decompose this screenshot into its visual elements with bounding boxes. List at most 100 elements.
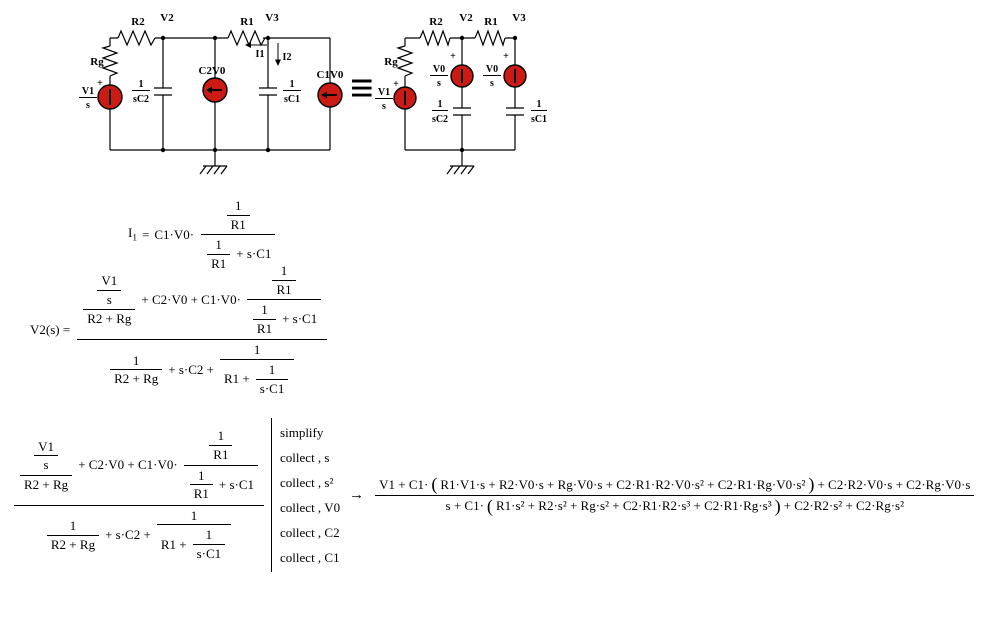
math-token: 1: [198, 467, 205, 483]
math-token: R1: [207, 253, 231, 273]
current-source-c1v0: [317, 82, 343, 108]
plus-sign: +: [393, 79, 399, 90]
capacitor-c1: [506, 107, 524, 116]
keyword-list[interactable]: simplify collect , s collect , s² collec…: [271, 418, 340, 572]
label-c2v0: C2V0: [199, 65, 226, 77]
evaluate-arrow-icon: →: [349, 487, 365, 503]
label-c2cap-den: sC2: [432, 114, 448, 125]
math-token: + C2·R2·s² + C2·Rg·s²: [783, 497, 904, 513]
math-token: R2 + Rg: [20, 474, 73, 494]
math-token: + C2·R2·V0·s + C2·Rg·V0·s: [817, 476, 971, 492]
math-token: R1: [226, 214, 250, 234]
result-fraction: V1 + C1·(R1·V1·s + R2·V0·s + Rg·V0·s + C…: [375, 474, 975, 516]
math-token: I: [128, 224, 133, 240]
math-token: R1·V1·s + R2·V0·s + Rg·V0·s + C2·R1·R2·V…: [440, 476, 806, 492]
label-r2: R2: [429, 16, 443, 28]
math-token: V1: [101, 273, 118, 289]
equivalence-symbol: ≡: [350, 66, 374, 112]
label-v3: V3: [512, 12, 526, 24]
math-token: 1: [217, 428, 225, 444]
left-circuit-wires: [101, 29, 331, 175]
eq2-lhs: V2(s) =: [30, 321, 71, 337]
math-token: s + C1·: [445, 497, 484, 513]
current-source-c2v0: [202, 77, 228, 103]
current-arrows: [245, 42, 281, 66]
math-token: 1: [215, 237, 222, 253]
open-paren: (: [431, 474, 438, 495]
math-token: 1: [190, 507, 198, 523]
math-token: R1 +: [160, 536, 187, 552]
ground-hatch: [446, 165, 475, 175]
source-v1s: [97, 84, 123, 110]
label-rg: Rg: [384, 56, 398, 68]
math-token: V1: [38, 438, 55, 454]
label-v1s-den: s: [382, 101, 386, 112]
label-i2: I2: [283, 52, 292, 63]
label-v3: V3: [265, 12, 279, 24]
math-token: 1: [261, 302, 268, 318]
i2-arrow-icon: [275, 59, 281, 66]
label-r1: R1: [240, 16, 253, 28]
math-token: R1: [189, 484, 213, 503]
right-circuit-schematic[interactable]: R2 V2 R1 V3 Rg + V1 s + V0 s + V0 s 1 sC…: [370, 8, 580, 193]
source-v0s-v3: [503, 64, 527, 88]
label-v2: V2: [459, 12, 473, 24]
close-paren: ): [808, 474, 815, 495]
keyword-collect-c1: collect , C1: [280, 550, 340, 565]
close-paren: ): [774, 495, 781, 516]
keyword-collect-s: collect , s: [280, 450, 330, 465]
source-v0s-v2: [450, 64, 474, 88]
math-token: 1: [280, 263, 288, 278]
label-v0s-den: s: [490, 78, 494, 89]
math-token: 1: [132, 352, 140, 368]
math-token: R1·s² + R2·s² + Rg·s² + C2·R1·R2·s³ + C2…: [495, 497, 772, 513]
source-v1s: [393, 86, 417, 110]
open-paren: (: [486, 495, 493, 516]
math-token: s·C1: [192, 543, 226, 563]
ground-symbol: [450, 150, 474, 167]
label-c2cap-num: 1: [438, 99, 443, 110]
resistor-rg: [101, 45, 119, 77]
math-token: C1·V0·: [154, 226, 195, 242]
label-rg: Rg: [90, 56, 104, 68]
label-c2cap-num: 1: [139, 79, 144, 90]
math-token: 1: [69, 518, 77, 534]
label-v0s-den: s: [437, 78, 441, 89]
label-v2: V2: [160, 12, 174, 24]
math-token: 1: [234, 198, 242, 213]
right-node-dots: [459, 35, 518, 153]
math-token: R2 + Rg: [46, 534, 100, 554]
label-i1: I1: [256, 49, 265, 60]
left-node-dots: [160, 35, 271, 153]
resistor-rg: [396, 45, 414, 77]
math-token: s·C1: [255, 378, 289, 398]
resistor-r2: [419, 29, 451, 47]
left-circuit-schematic[interactable]: R2 V2 R1 V3 Rg + V1 s 1 sC2 C2V0 1 sC1 C…: [75, 8, 355, 193]
math-token: 1: [205, 527, 213, 543]
capacitor-c2: [453, 107, 471, 116]
math-token: R2 + Rg: [110, 369, 163, 388]
equals-sign: =: [142, 226, 150, 242]
math-token: + C2·V0 + C1·V0·: [141, 291, 241, 307]
label-v1s-den: s: [86, 100, 90, 111]
label-v0s-num: V0: [486, 64, 498, 75]
label-c2cap-den: sC2: [133, 94, 149, 105]
plus-sign: +: [503, 51, 509, 62]
math-token: R1: [272, 279, 296, 299]
ground-hatch: [199, 165, 228, 175]
keyword-simplify: simplify: [280, 425, 324, 440]
math-token: V1 + C1·: [379, 476, 429, 492]
math-token: + s·C1: [236, 246, 272, 262]
ground-symbol: [203, 150, 227, 167]
